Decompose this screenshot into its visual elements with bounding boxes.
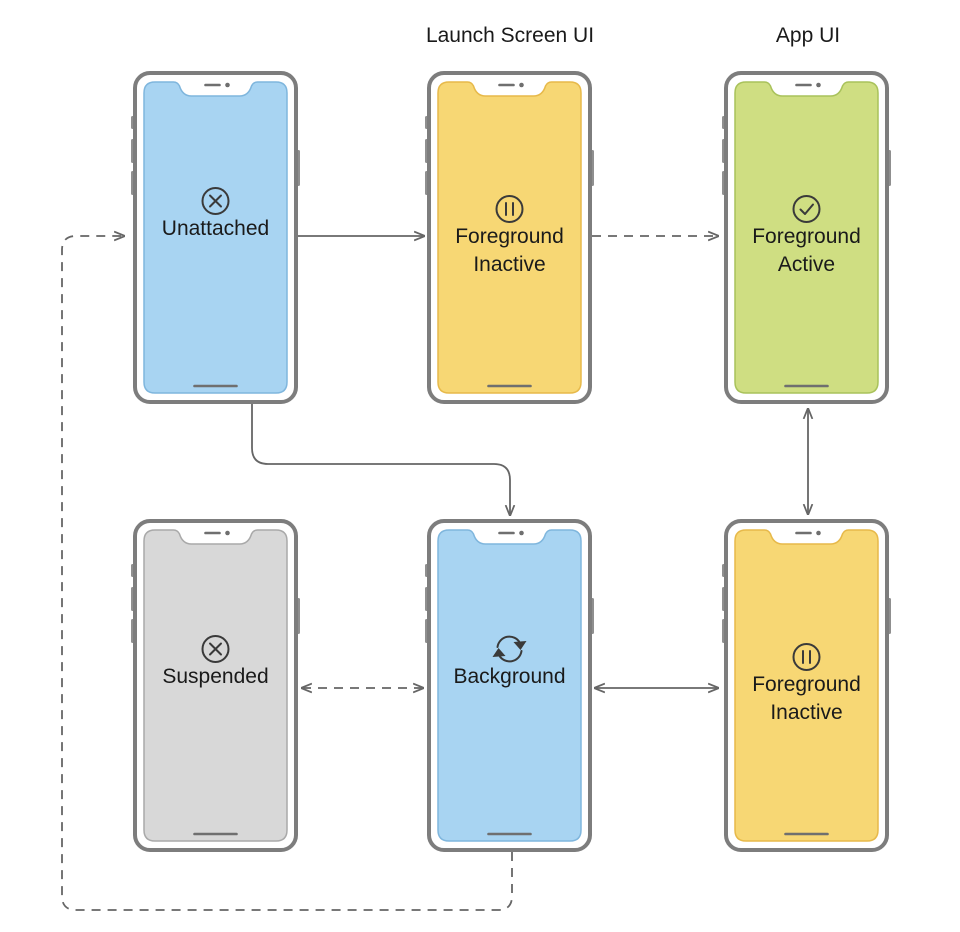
state-label: Active bbox=[778, 253, 835, 276]
state-background: Background bbox=[425, 519, 594, 852]
column-header-launch-screen: Launch Screen UI bbox=[426, 24, 594, 47]
circle-x-icon bbox=[201, 635, 230, 663]
state-label: Foreground bbox=[752, 225, 861, 248]
edge-unattached-to-background bbox=[251, 402, 510, 515]
refresh-arrows-icon bbox=[492, 635, 527, 663]
phone-screen bbox=[437, 529, 582, 842]
state-label: Foreground bbox=[455, 225, 564, 248]
phone-screen bbox=[734, 81, 879, 394]
transition-edges bbox=[61, 236, 808, 911]
phone-screen bbox=[437, 81, 582, 394]
phone-camera bbox=[519, 82, 524, 88]
edge-background-to-unattached bbox=[61, 236, 513, 911]
phone-screen bbox=[143, 81, 288, 394]
check-circle-icon bbox=[792, 195, 821, 223]
state-label: Unattached bbox=[162, 217, 269, 240]
phone-camera bbox=[225, 82, 230, 88]
state-label: Background bbox=[453, 665, 565, 688]
state-unattached: Unattached bbox=[131, 71, 300, 404]
state-label: Inactive bbox=[770, 701, 842, 724]
phone-camera bbox=[519, 530, 524, 536]
phone-camera bbox=[225, 530, 230, 536]
state-suspended: Suspended bbox=[131, 519, 300, 852]
state-label: Inactive bbox=[473, 253, 545, 276]
phone-camera bbox=[816, 82, 821, 88]
pause-circle-icon bbox=[495, 195, 524, 223]
phone-screen bbox=[143, 529, 288, 842]
pause-circle-icon bbox=[792, 643, 821, 671]
circle-x-icon bbox=[201, 187, 230, 215]
state-label: Suspended bbox=[162, 665, 268, 688]
column-header-app-ui: App UI bbox=[776, 24, 840, 47]
state-label: Foreground bbox=[752, 673, 861, 696]
phone-camera bbox=[816, 530, 821, 536]
phone-screen bbox=[734, 529, 879, 842]
